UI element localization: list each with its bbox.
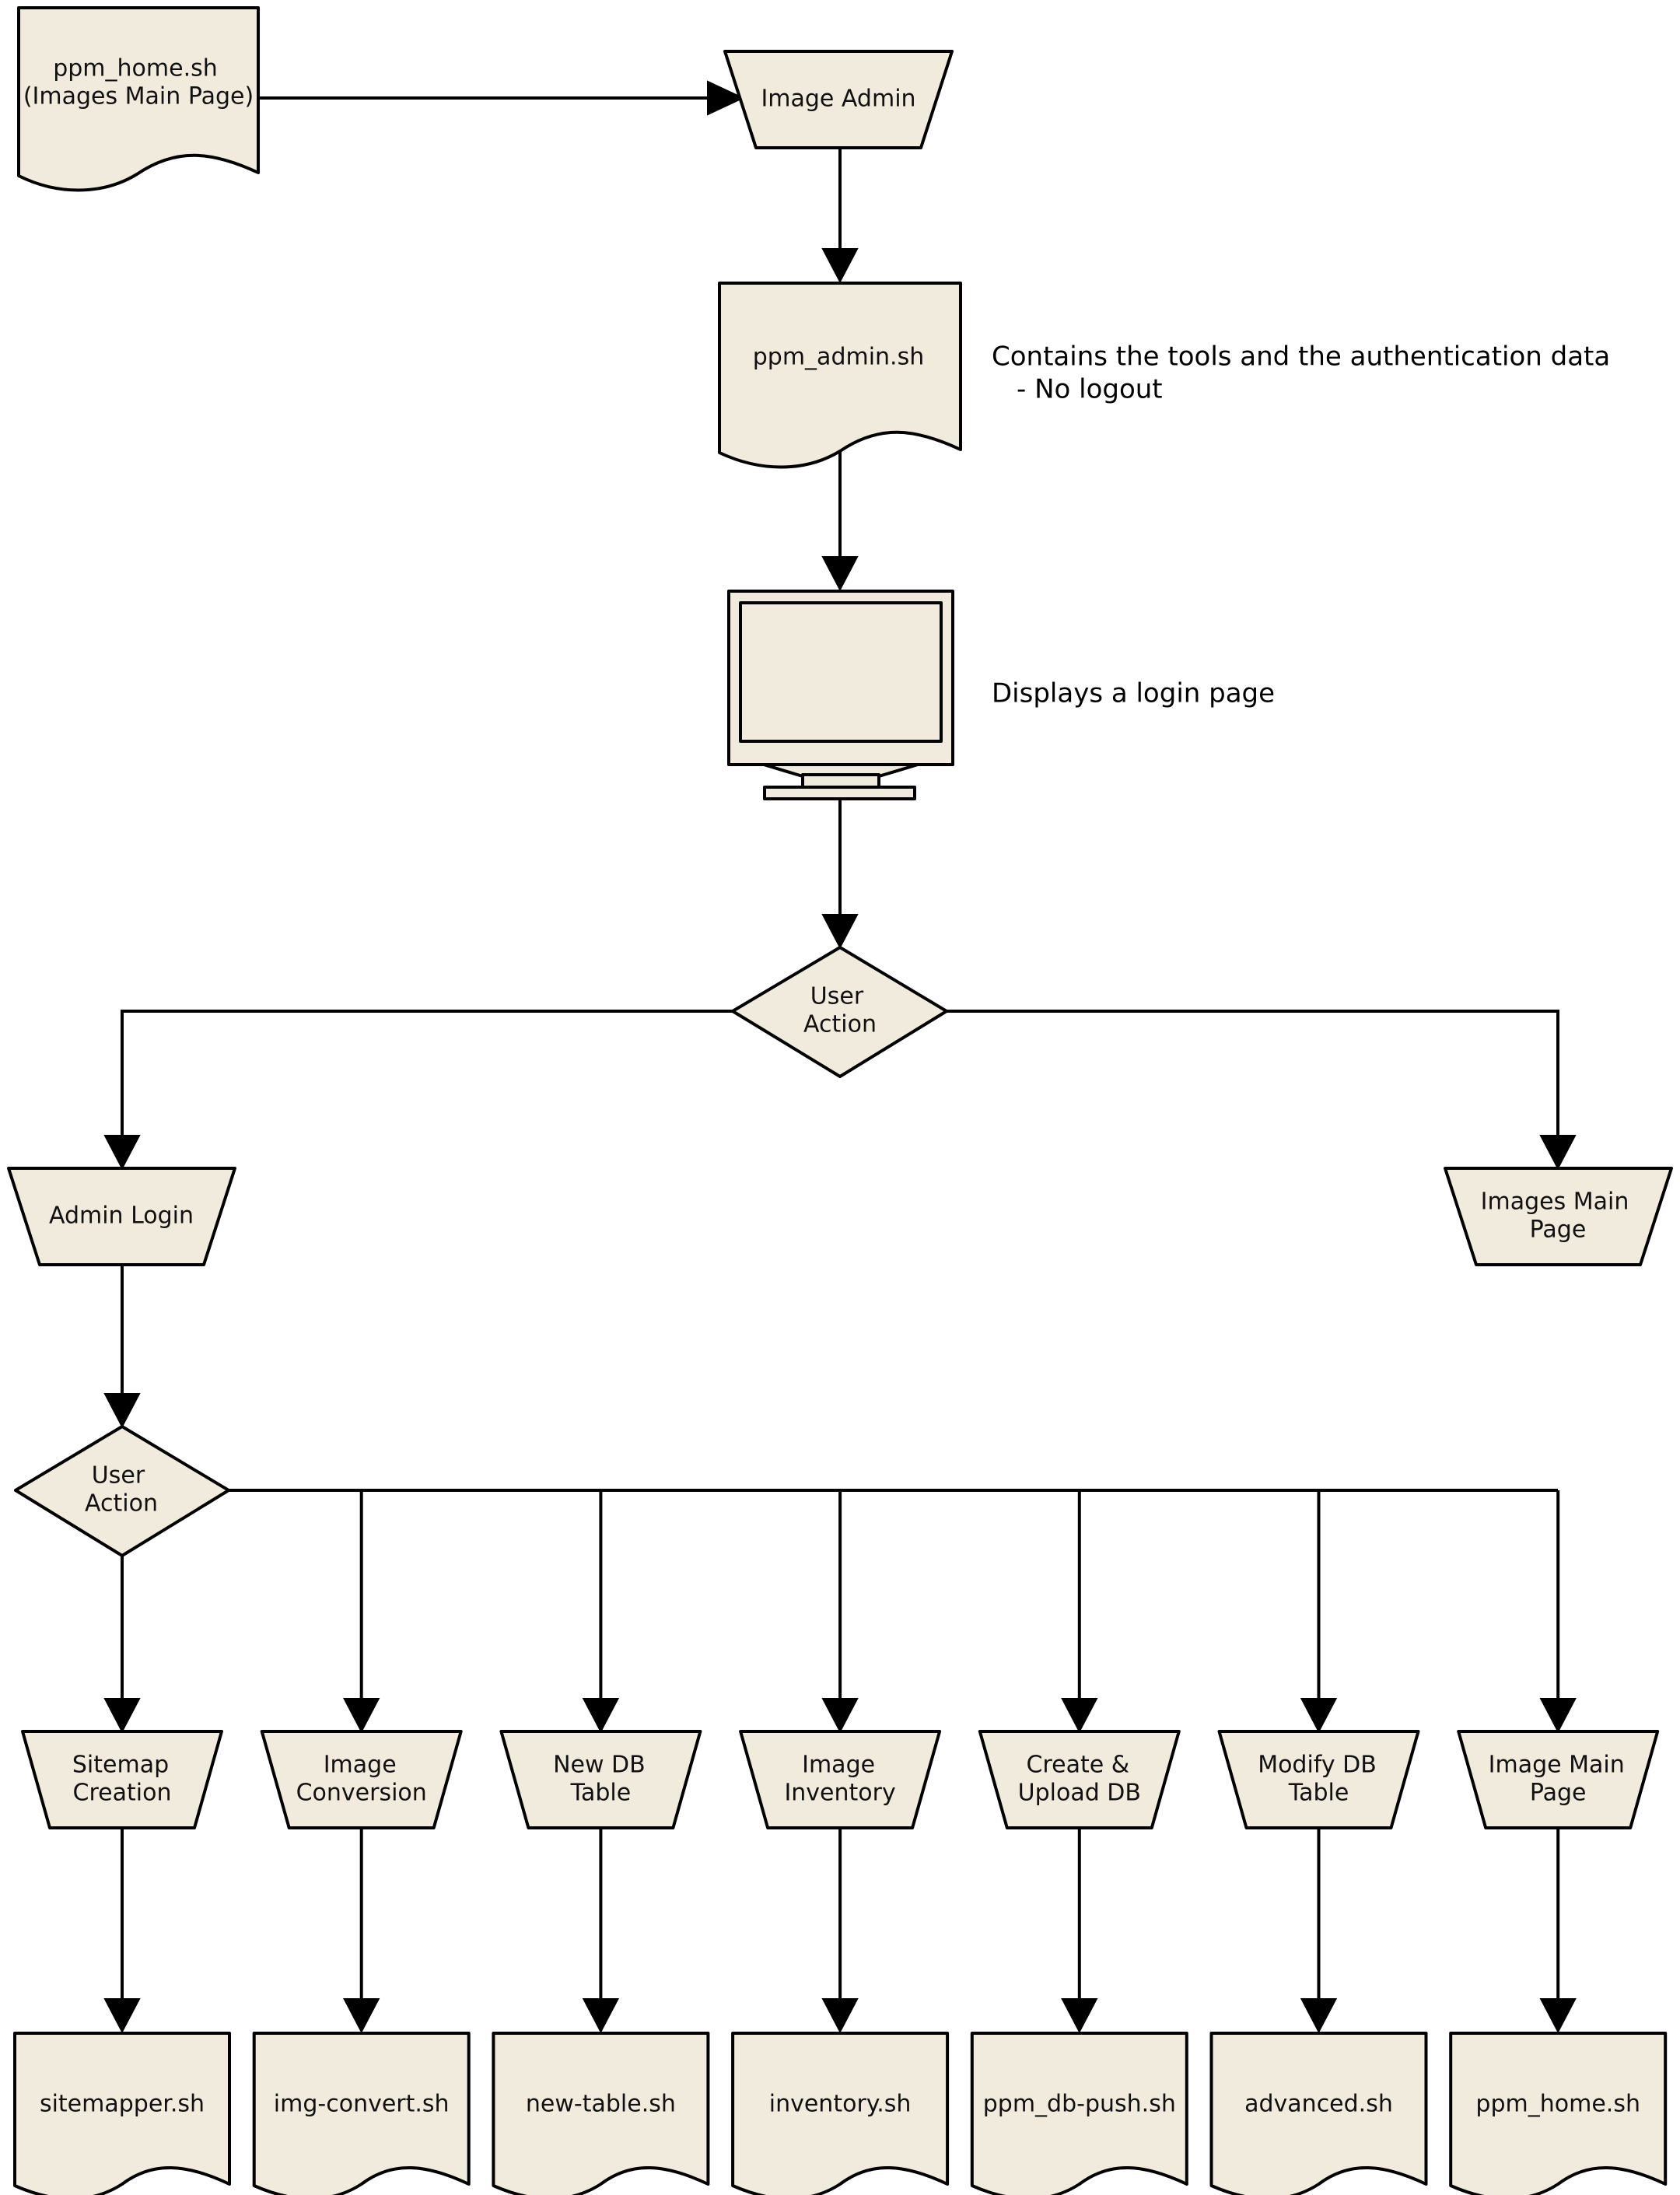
action-shape <box>978 1730 1181 1829</box>
script-document <box>492 2032 710 2195</box>
script-document <box>970 2032 1188 2195</box>
script-document <box>731 2032 950 2195</box>
admin-login-label: Admin Login <box>49 1203 194 1230</box>
action-label-line1: Modify DB <box>1258 1752 1377 1779</box>
action-label-line2: Conversion <box>296 1780 427 1807</box>
script-document-label: ppm_db-push.sh <box>983 2091 1176 2118</box>
action-label-line2: Upload DB <box>1018 1780 1141 1807</box>
arrowhead <box>1300 1998 1338 2034</box>
arrowhead <box>103 1698 141 1734</box>
script-document <box>1449 2032 1668 2195</box>
action-label-line1: Create & <box>1026 1752 1129 1779</box>
script-document-label: ppm_home.sh <box>1475 2091 1640 2118</box>
display-monitor-icon <box>727 590 954 800</box>
connector-decision-to-main-page <box>947 1010 1559 1137</box>
action-shape <box>1457 1730 1660 1829</box>
script-document-label: img-convert.sh <box>274 2091 450 2118</box>
arrowhead <box>707 80 745 116</box>
admin-script-document <box>718 282 962 469</box>
decision-user-action-1 <box>731 946 948 1078</box>
action-label-line2: Table <box>570 1780 632 1807</box>
admin-login-shape <box>7 1167 236 1266</box>
action-label-line1: New DB <box>553 1752 646 1779</box>
images-main-page-line2: Page <box>1530 1217 1587 1244</box>
script-document <box>13 2032 231 2195</box>
script-document <box>1209 2032 1428 2195</box>
arrowhead <box>1061 1698 1098 1734</box>
arrowhead <box>1539 1135 1577 1171</box>
home-document-sublabel: (Images Main Page) <box>23 83 254 110</box>
arrowhead <box>582 1998 620 2034</box>
arrowhead <box>103 1393 141 1429</box>
action-shape <box>1217 1730 1420 1829</box>
arrowhead <box>1539 1998 1577 2034</box>
home-document <box>17 6 260 192</box>
action-shape <box>260 1730 463 1829</box>
action-shape <box>739 1730 942 1829</box>
images-main-page-line1: Images Main <box>1481 1189 1629 1216</box>
decision-1-line1: User <box>810 983 864 1010</box>
home-document-label: ppm_home.sh <box>53 55 218 82</box>
action-shape <box>499 1730 702 1829</box>
images-main-page-shape <box>1444 1167 1673 1266</box>
login-note: Displays a login page <box>992 678 1275 709</box>
action-label-line1: Image Main <box>1489 1752 1625 1779</box>
script-document-label: new-table.sh <box>526 2091 676 2118</box>
image-admin-shape <box>723 50 954 149</box>
admin-script-label: ppm_admin.sh <box>753 344 925 371</box>
script-document-label: advanced.sh <box>1244 2091 1393 2118</box>
action-label-line2: Creation <box>73 1780 172 1807</box>
arrowhead <box>343 1998 380 2034</box>
arrowhead <box>103 1135 141 1171</box>
decision-1-line2: Action <box>803 1011 877 1038</box>
admin-note-line1: Contains the tools and the authenticatio… <box>992 341 1610 373</box>
arrowhead <box>103 1998 141 2034</box>
action-shape <box>21 1730 223 1829</box>
action-label-line2: Table <box>1288 1780 1349 1807</box>
arrowhead <box>343 1698 380 1734</box>
action-label-line2: Inventory <box>784 1780 895 1807</box>
arrowhead <box>821 556 859 592</box>
decision-2-line1: User <box>92 1462 145 1490</box>
connector-decision-to-admin-login <box>121 1010 733 1137</box>
arrowhead <box>821 914 859 950</box>
admin-note-line2: - No logout <box>1017 374 1163 405</box>
arrowhead <box>1539 1698 1577 1734</box>
action-label-line2: Page <box>1530 1780 1587 1807</box>
decision-user-action-2 <box>14 1425 230 1557</box>
arrowhead <box>821 1998 859 2034</box>
script-document-label: sitemapper.sh <box>40 2091 205 2118</box>
decision-2-line2: Action <box>85 1490 158 1518</box>
arrowhead <box>582 1698 620 1734</box>
arrowhead <box>1061 1998 1098 2034</box>
action-label-line1: Sitemap <box>72 1752 169 1779</box>
action-label-line1: Image <box>802 1752 875 1779</box>
arrowhead <box>1300 1698 1338 1734</box>
action-label-line1: Image <box>324 1752 397 1779</box>
script-document-label: inventory.sh <box>769 2091 912 2118</box>
script-document <box>252 2032 471 2195</box>
image-admin-label: Image Admin <box>761 86 915 113</box>
arrowhead <box>821 248 859 284</box>
arrowhead <box>821 1698 859 1734</box>
